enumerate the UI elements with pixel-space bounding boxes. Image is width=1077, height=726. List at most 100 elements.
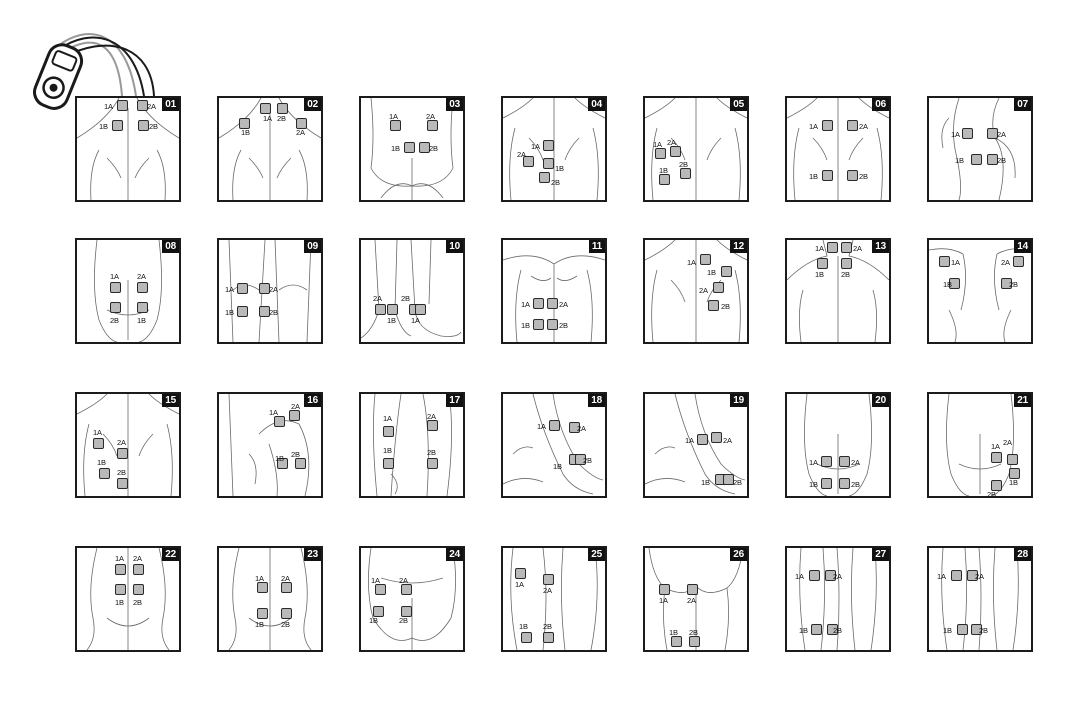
electrode-label: 2B <box>427 448 436 457</box>
body-outline-arms <box>373 394 452 496</box>
electrode-label: 2A <box>833 572 842 581</box>
electrode-pad <box>115 564 126 575</box>
panel-number: 18 <box>588 394 605 407</box>
panel-number: 13 <box>872 240 889 253</box>
body-outline-forearm <box>503 394 604 495</box>
electrode-label: 2B <box>401 294 410 303</box>
electrode-label: 1B <box>659 166 668 175</box>
electrode-pad <box>99 468 110 479</box>
electrode-label: 2B <box>733 478 742 487</box>
electrode-label: 2A <box>997 130 1006 139</box>
electrode-pad <box>427 458 438 469</box>
electrode-label: 1B <box>809 480 818 489</box>
panel-number: 07 <box>1014 98 1031 111</box>
electrode-label: 1A <box>809 458 818 467</box>
electrode-label: 2B <box>841 270 850 279</box>
electrode-label: 2A <box>687 596 696 605</box>
electrode-label: 1A <box>991 442 1000 451</box>
electrode-label: 2A <box>147 102 156 111</box>
electrode-pad <box>137 282 148 293</box>
electrode-pad <box>521 632 532 643</box>
electrode-pad <box>523 156 534 167</box>
electrode-pad <box>110 302 121 313</box>
panel-number: 24 <box>446 548 463 561</box>
body-outline-side-torso <box>941 98 1016 200</box>
electrode-label: 2B <box>291 450 300 459</box>
panel-number: 19 <box>730 394 747 407</box>
electrode-label: 1A <box>263 114 272 123</box>
electrode-label: 1A <box>687 258 696 267</box>
electrode-label: 1B <box>255 620 264 629</box>
panel-number: 17 <box>446 394 463 407</box>
electrode-pad <box>274 416 285 427</box>
electrode-label: 2A <box>577 424 586 433</box>
electrode-pad <box>987 128 998 139</box>
electrode-pad <box>987 154 998 165</box>
electrode-label: 1B <box>943 626 952 635</box>
electrode-label: 1A <box>531 142 540 151</box>
electrode-pad <box>543 140 554 151</box>
electrode-label: 2B <box>1009 280 1018 289</box>
electrode-label: 2A <box>269 285 278 294</box>
panel-number: 15 <box>162 394 179 407</box>
electrode-label: 2B <box>281 620 290 629</box>
electrode-pad <box>713 282 724 293</box>
electrode-label: 1B <box>387 316 396 325</box>
electrode-label: 2A <box>517 150 526 159</box>
electrode-label: 1A <box>521 300 530 309</box>
body-outline-ankles <box>361 240 462 339</box>
electrode-pad <box>237 306 248 317</box>
electrode-label: 1A <box>937 572 946 581</box>
electrode-pad <box>847 120 858 131</box>
electrode-label: 2A <box>291 402 300 411</box>
electrode-label: 2B <box>551 178 560 187</box>
electrode-pad <box>697 434 708 445</box>
electrode-pad <box>700 254 711 265</box>
panel-number: 25 <box>588 548 605 561</box>
electrode-label: 2A <box>1001 258 1010 267</box>
electrode-label: 1B <box>99 122 108 131</box>
electrode-pad <box>841 242 852 253</box>
electrode-label: 2B <box>277 114 286 123</box>
electrode-label: 1B <box>799 626 808 635</box>
electrode-pad <box>137 100 148 111</box>
electrode-label: 2B <box>679 160 688 169</box>
electrode-label: 1A <box>389 112 398 121</box>
electrode-pad <box>957 624 968 635</box>
electrode-pad <box>415 304 426 315</box>
body-outline-lower-back <box>228 548 312 650</box>
electrode-pad <box>277 458 288 469</box>
electrode-pad <box>817 258 828 269</box>
electrode-label: 1A <box>110 272 119 281</box>
electrode-pad <box>295 458 306 469</box>
electrode-label: 1A <box>255 574 264 583</box>
electrode-label: 1B <box>701 478 710 487</box>
body-outline-neck-shoulders <box>787 240 889 342</box>
electrode-label: 2A <box>559 300 568 309</box>
electrode-label: 2A <box>851 458 860 467</box>
electrode-label: 2B <box>979 626 988 635</box>
electrode-pad <box>841 258 852 269</box>
body-outline-back <box>645 98 747 200</box>
body-outline-legs <box>510 548 598 650</box>
electrode-pad <box>991 452 1002 463</box>
electrode-pad <box>1001 278 1012 289</box>
electrode-label: 2A <box>133 554 142 563</box>
body-outline-back <box>645 240 747 342</box>
electrode-label: 1B <box>369 616 378 625</box>
body-outline-back <box>77 394 179 496</box>
electrode-pad <box>260 103 271 114</box>
electrode-label: 1A <box>795 572 804 581</box>
electrode-pad <box>809 570 820 581</box>
electrode-pad <box>390 120 401 131</box>
electrode-pad <box>549 420 560 431</box>
electrode-pad <box>1009 468 1020 479</box>
electrode-pad <box>533 298 544 309</box>
body-outline-legs-front <box>799 548 877 650</box>
panel-number: 04 <box>588 98 605 111</box>
